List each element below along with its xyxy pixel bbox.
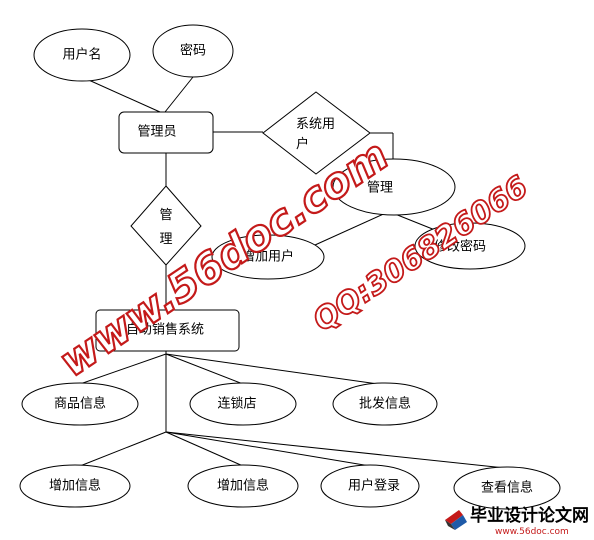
attribute-user-login-label: 用户登录 (348, 478, 400, 494)
entity-admin (118, 111, 214, 154)
relationship-system-user-label-2: 户 (296, 136, 309, 152)
entity-self-service-system (95, 309, 240, 352)
attribute-view-info (453, 466, 561, 510)
attribute-chain-store-label: 连锁店 (217, 396, 256, 412)
attribute-chain-store (189, 382, 297, 426)
attribute-add-info-2-label: 增加信息 (217, 478, 269, 494)
relationship-manage (130, 185, 202, 266)
relationship-system-user-label-1: 系统用 (296, 117, 335, 132)
attribute-password-label: 密码 (180, 43, 206, 59)
attribute-goods-info-label: 商品信息 (54, 396, 106, 412)
relationship-manage-label-2: 理 (159, 232, 172, 247)
attribute-username (33, 28, 131, 82)
attribute-change-password (414, 222, 526, 270)
relationship-manage-label-1: 管 (159, 208, 172, 223)
logo-title: 毕业设计论文网 (470, 505, 589, 526)
attribute-user-login (320, 464, 420, 508)
site-logo: 毕业设计论文网 www.56doc.com (445, 505, 589, 537)
attribute-add-info-2 (187, 464, 299, 508)
attribute-manage (332, 158, 456, 216)
attribute-wholesale-info (332, 382, 438, 426)
entity-admin-label: 管理员 (137, 125, 176, 140)
attribute-goods-info (21, 382, 139, 426)
connector-lines (79, 76, 506, 469)
attribute-wholesale-info-label: 批发信息 (359, 396, 411, 412)
logo-url: www.56doc.com (495, 527, 569, 537)
attribute-view-info-label: 查看信息 (481, 480, 533, 496)
attribute-add-info-1 (19, 464, 131, 508)
entity-self-service-system-label: 自助销售系统 (126, 322, 204, 338)
relationship-system-user (262, 91, 371, 175)
attribute-manage-label: 管理 (367, 181, 393, 196)
attribute-add-user-label: 增加用户 (242, 249, 294, 265)
logo-mark-icon (445, 510, 467, 530)
attribute-change-password-label: 修改密码 (434, 239, 486, 255)
attribute-username-label: 用户名 (62, 47, 101, 63)
attribute-add-user (211, 234, 325, 280)
attribute-add-info-1-label: 增加信息 (49, 478, 101, 494)
attribute-password (152, 24, 234, 78)
